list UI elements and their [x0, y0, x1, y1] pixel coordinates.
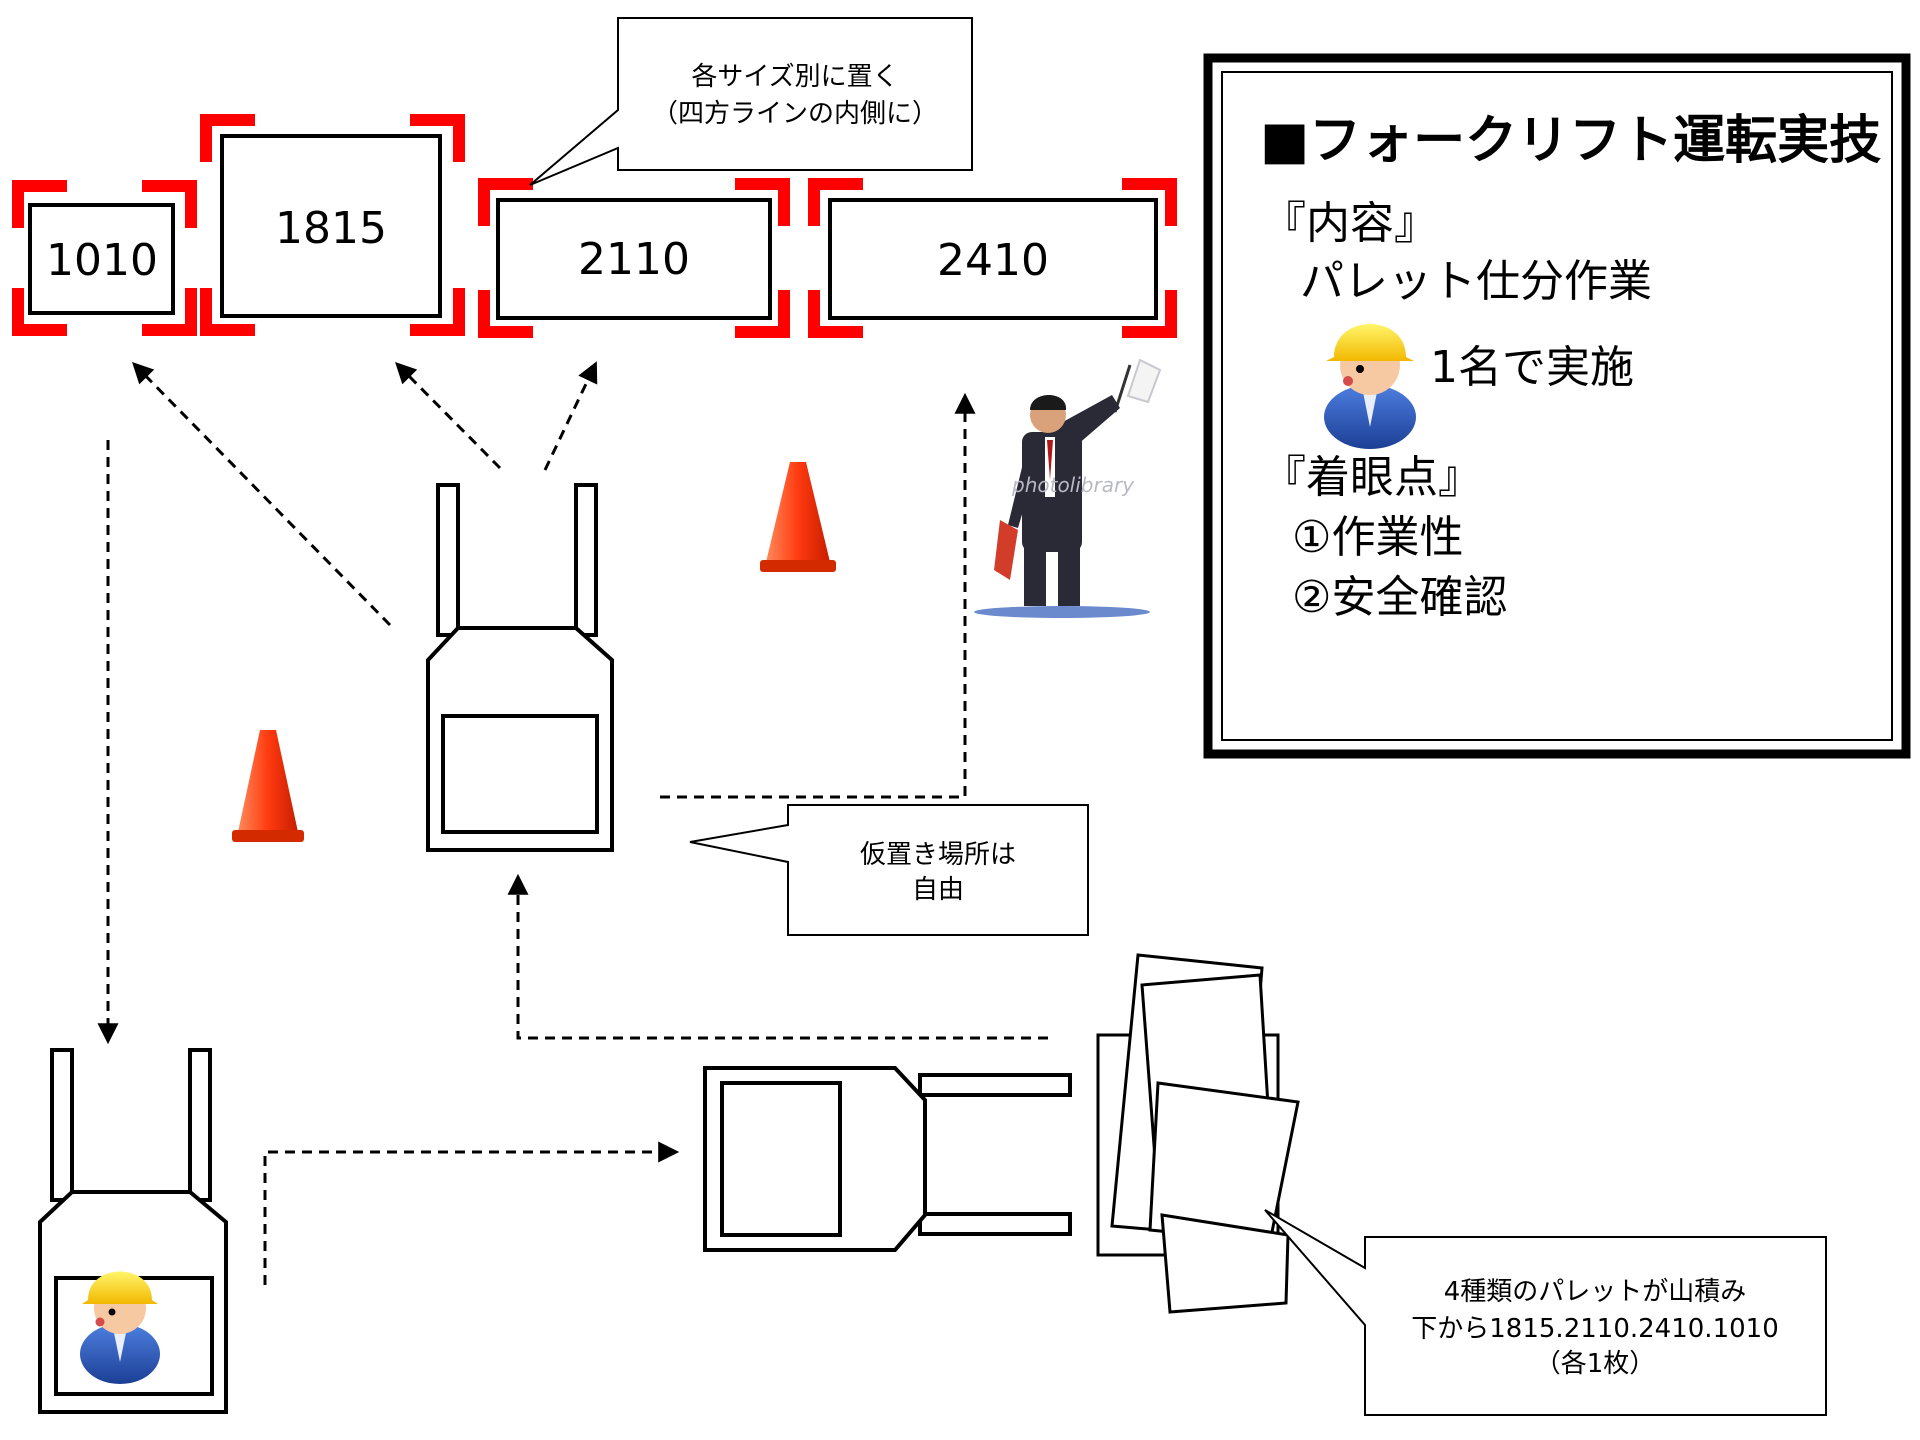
path-to-stack	[263, 1141, 680, 1285]
callout-placement-line2: （四方ラインの内側に）	[652, 99, 938, 129]
traffic-cone-icon	[232, 730, 304, 842]
path-to-1815	[395, 362, 502, 470]
path-to-2110	[543, 361, 598, 471]
path-to-1010	[132, 362, 392, 627]
watermark-text: photolibrary	[1011, 473, 1135, 497]
focus-item-1: ①作業性	[1292, 512, 1463, 563]
path-to-2410	[660, 392, 976, 799]
pallet-slot-2110: 2110	[478, 178, 790, 338]
callout-stack-line3: （各1枚）	[1535, 1349, 1656, 1379]
callout-stack-line2: 下から1815.2110.2410.1010	[1411, 1314, 1778, 1344]
info-panel: ■フォークリフト運転実技 『内容』 パレット仕分作業 1名で実施 『着眼点』 ①…	[1203, 53, 1911, 759]
worker-icon	[1324, 324, 1416, 449]
panel-title: ■フォークリフト運転実技	[1260, 111, 1881, 171]
content-heading: 『内容』	[1262, 198, 1438, 249]
slot-label-1815: 1815	[275, 203, 387, 254]
focus-heading: 『着眼点』	[1262, 452, 1482, 503]
pallet-stack	[1096, 953, 1300, 1314]
slot-label-1010: 1010	[46, 235, 158, 286]
callout-temporary-line2: 自由	[912, 875, 964, 905]
callout-stack: 4種類のパレットが山積み 下から1815.2110.2410.1010 （各1枚…	[1264, 1209, 1827, 1416]
slot-label-2110: 2110	[578, 234, 690, 285]
forklift-icon	[426, 483, 614, 852]
operator-text: 1名で実施	[1430, 342, 1634, 393]
traffic-cone-icon	[760, 462, 836, 572]
callout-temporary-line1: 仮置き場所は	[860, 840, 1016, 870]
slot-label-2410: 2410	[937, 235, 1049, 286]
content-text: パレット仕分作業	[1300, 256, 1652, 307]
focus-item-2: ②安全確認	[1292, 572, 1507, 623]
pallet-slot-2410: 2410	[808, 178, 1177, 338]
callout-placement-line1: 各サイズ別に置く	[691, 62, 898, 92]
pallet-slot-1010: 1010	[12, 180, 197, 336]
pallet-slot-1815: 1815	[200, 114, 465, 336]
worker-icon	[80, 1271, 160, 1384]
callout-temporary: 仮置き場所は 自由	[689, 804, 1089, 936]
path-to-temporary	[507, 873, 1048, 1040]
callout-placement: 各サイズ別に置く （四方ラインの内側に）	[529, 17, 973, 186]
forklift-icon	[703, 1066, 1072, 1252]
flagman-icon: photolibrary	[974, 358, 1162, 618]
callout-stack-line1: 4種類のパレットが山積み	[1444, 1277, 1747, 1307]
movement-paths	[97, 361, 1048, 1285]
